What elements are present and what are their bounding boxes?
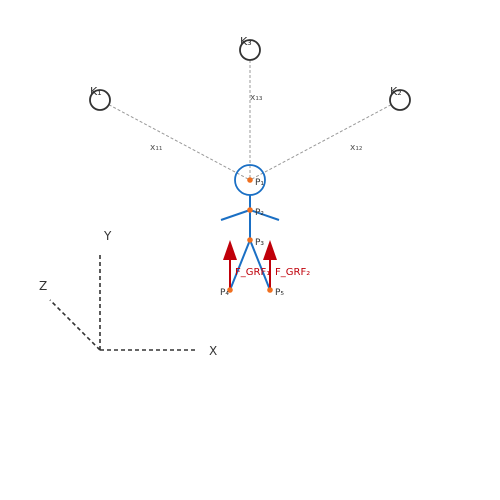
force-grf2 [263,240,277,290]
marker-p5-label: P₅ [275,288,284,298]
sightline-k2 [249,99,401,181]
coordinate-axes: X Y Z [39,229,217,358]
camera-k2-icon [389,89,411,111]
camera-k1: K₁ [89,85,111,111]
camera-k2: K₂ [389,85,411,111]
marker-p1 [247,177,253,183]
marker-p4-label: P₄ [220,288,229,298]
axis-z [49,299,101,351]
distance-label-x11: x₁₁ [150,143,163,153]
camera-k3-label: K₃ [240,35,252,48]
stick-figure [220,164,280,291]
right-arm [249,209,280,221]
camera-k2-label: K₂ [390,85,402,98]
force-grf1-label: F_GRF₁ [235,267,270,278]
axis-x-label: X [209,344,217,358]
left-arm [220,209,251,221]
axis-z-label: Z [39,279,47,293]
distance-label-x13: x₁₃ [250,93,263,103]
force-grf1-arrowhead [223,240,237,260]
force-grf1 [223,240,237,290]
marker-p2 [247,207,253,213]
marker-p5 [267,287,273,293]
left-leg [229,239,251,291]
marker-p3 [247,237,253,243]
distance-label-x12: x₁₂ [350,143,363,153]
sightline-k1 [99,99,251,181]
camera-k1-icon [89,89,111,111]
marker-p1-label: P₁ [255,178,264,188]
force-grf2-arrowhead [263,240,277,260]
marker-p2-label: P₂ [255,208,264,218]
camera-k3: K₃ [239,35,261,61]
camera-k1-label: K₁ [90,85,102,98]
force-grf2-label: F_GRF₂ [275,267,310,278]
axis-y-label: Y [103,229,112,243]
marker-p4 [227,287,233,293]
marker-p3-label: P₃ [255,238,264,248]
camera-k3-icon [239,39,261,61]
right-leg [249,239,271,291]
